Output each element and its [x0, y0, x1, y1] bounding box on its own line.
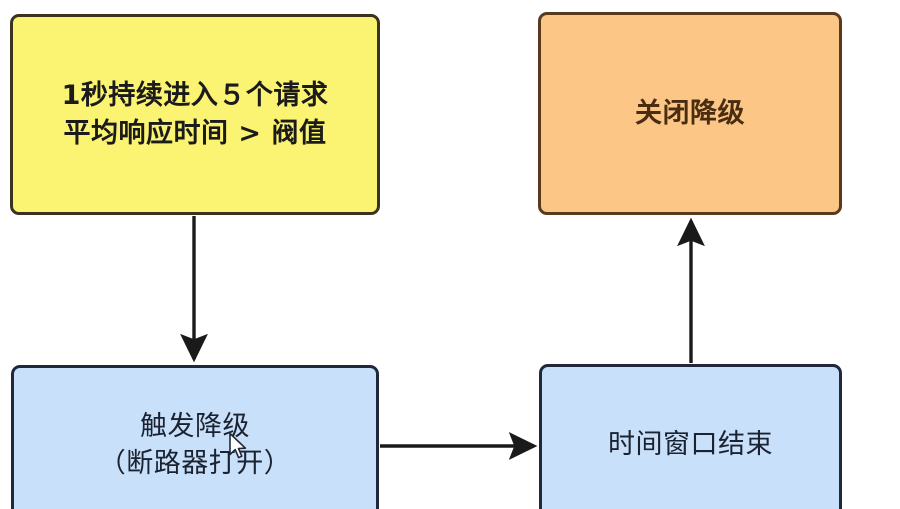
node-trigger-degrade[interactable]: 触发降级 （断路器打开）: [11, 365, 379, 509]
node-window-end-label: 时间窗口结束: [608, 428, 773, 460]
node-threshold-condition[interactable]: 1秒持续进入５个请求 平均响应时间 > 阀值: [10, 14, 380, 215]
node-threshold-condition-label: 1秒持续进入５个请求 平均响应时间 > 阀值: [61, 80, 329, 149]
node-close-degrade[interactable]: 关闭降级: [538, 12, 842, 215]
node-trigger-degrade-label: 触发降级 （断路器打开）: [98, 410, 292, 479]
node-close-degrade-label: 关闭降级: [635, 97, 745, 129]
node-window-end[interactable]: 时间窗口结束: [539, 364, 842, 509]
